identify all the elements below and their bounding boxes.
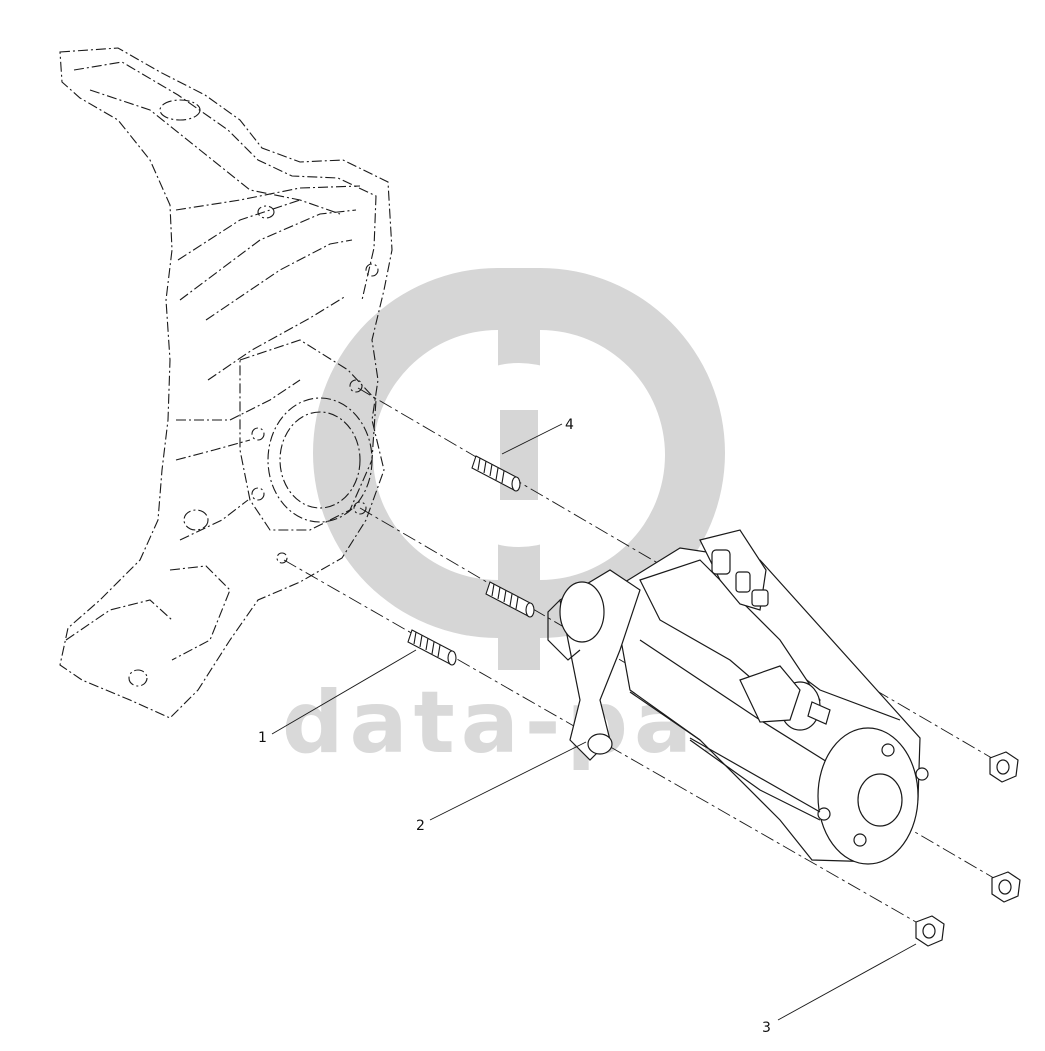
watermark-logo <box>313 268 725 670</box>
callout-3: 3 <box>762 1020 771 1036</box>
stud-4 <box>471 455 521 492</box>
leader-lines <box>271 423 917 1021</box>
nut-3 <box>915 915 945 947</box>
engine-housing <box>59 47 393 719</box>
callout-2: 2 <box>416 818 425 834</box>
nut-middle <box>991 871 1021 903</box>
stud-1 <box>407 629 457 666</box>
explode-lines <box>283 387 1005 931</box>
callout-4: 4 <box>565 417 574 433</box>
starter-motor <box>547 529 929 865</box>
nut-top <box>989 751 1019 783</box>
callout-1: 1 <box>258 730 267 746</box>
stud-middle <box>485 581 535 618</box>
